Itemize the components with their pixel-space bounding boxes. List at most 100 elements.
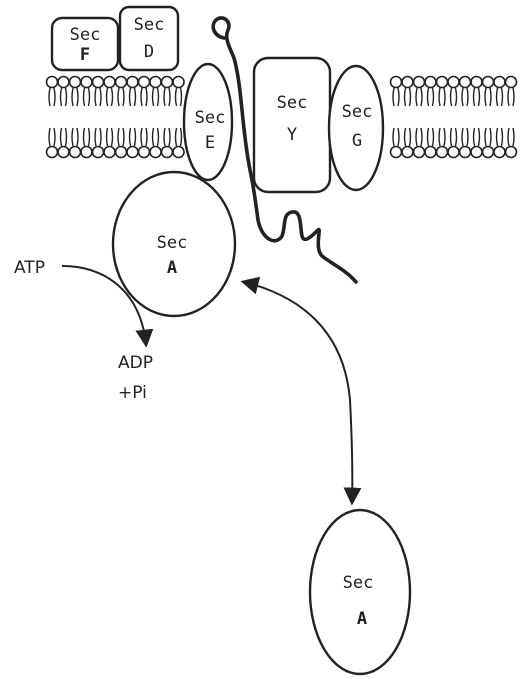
lipid-head [150,77,161,88]
lipid-tail [439,88,445,106]
lipid-tail [485,128,491,146]
secA-bound-label-2: A [167,258,177,278]
secA-cycling-arrow [244,282,352,502]
secF-protein: Sec F [52,18,118,70]
lipid-tail [176,128,182,146]
secA-free-protein: Sec A [310,510,410,674]
lipid-head [139,77,150,88]
lipid-tail [393,88,399,106]
lipid-head [437,77,448,88]
lipid-tail [428,88,434,106]
secD-label-2: D [144,42,154,62]
lipid-head [70,147,81,158]
lipid-head [173,77,184,88]
lipid-head [162,147,173,158]
atp-label: ATP [14,258,45,278]
lipid-tail [95,88,101,106]
lipid-head [448,77,459,88]
lipid-tail [95,128,101,146]
lipid-head [471,77,482,88]
pi-label: +Pi [118,383,147,403]
secE-protein: Sec E [184,64,232,180]
secF-label-1: Sec [70,25,101,45]
lipid-tail [405,128,411,146]
lipid-head [402,77,413,88]
secG-label-1: Sec [342,102,373,122]
lipid-tail [474,88,480,106]
lipid-head [104,147,115,158]
lipid-head [448,147,459,158]
lipid-head [93,77,104,88]
lipid-head [425,77,436,88]
lipid-tail [164,88,170,106]
lipid-head [116,77,127,88]
lipid-tail [118,88,124,106]
lipid-head [460,77,471,88]
secD-label-1: Sec [134,15,165,35]
lipid-tail [107,128,113,146]
lipid-tail [164,128,170,146]
lipid-tail [508,88,514,106]
lipid-tail [72,128,78,146]
secA-free-label-1: Sec [343,573,374,593]
lipid-tail [451,88,457,106]
lipid-tail [130,88,136,106]
lipid-head [494,147,505,158]
secA-bound-protein: Sec A [113,172,235,316]
secY-protein: Sec Y [254,58,330,192]
secG-label-2: G [352,131,362,151]
adp-label: ADP [118,353,153,373]
lipid-head [162,77,173,88]
lipid-head [150,147,161,158]
lipid-tail [176,88,182,106]
secY-label-1: Sec [277,93,308,113]
secG-protein: Sec G [329,66,383,190]
lipid-tail [61,128,67,146]
lipid-head [391,77,402,88]
secE-label-2: E [205,133,215,153]
lipid-tail [153,88,159,106]
lipid-tail [141,128,147,146]
membrane-bilayer-right [391,77,517,158]
lipid-tail [439,128,445,146]
lipid-tail [49,128,55,146]
lipid-head [116,147,127,158]
lipid-tail [474,128,480,146]
lipid-head [471,147,482,158]
lipid-head [127,77,138,88]
secY-label-2: Y [287,125,297,145]
lipid-tail [485,88,491,106]
lipid-head [47,147,58,158]
lipid-head [391,147,402,158]
lipid-head [81,147,92,158]
lipid-tail [153,128,159,146]
lipid-tail [451,128,457,146]
lipid-head [70,77,81,88]
lipid-head [506,147,517,158]
lipid-head [127,147,138,158]
lipid-head [460,147,471,158]
lipid-tail [497,128,503,146]
lipid-tail [508,128,514,146]
lipid-tail [130,128,136,146]
lipid-head [425,147,436,158]
lipid-tail [118,128,124,146]
lipid-head [58,147,69,158]
lipid-tail [84,88,90,106]
lipid-tail [416,128,422,146]
lipid-tail [49,88,55,106]
lipid-tail [462,128,468,146]
lipid-tail [497,88,503,106]
lipid-head [104,77,115,88]
lipid-head [414,77,425,88]
lipid-tail [72,88,78,106]
lipid-head [81,77,92,88]
lipid-tail [61,88,67,106]
lipid-tail [462,88,468,106]
lipid-head [47,77,58,88]
lipid-tail [405,88,411,106]
lipid-head [483,147,494,158]
secF-label-2: F [80,45,90,65]
lipid-tail [428,128,434,146]
lipid-head [402,147,413,158]
